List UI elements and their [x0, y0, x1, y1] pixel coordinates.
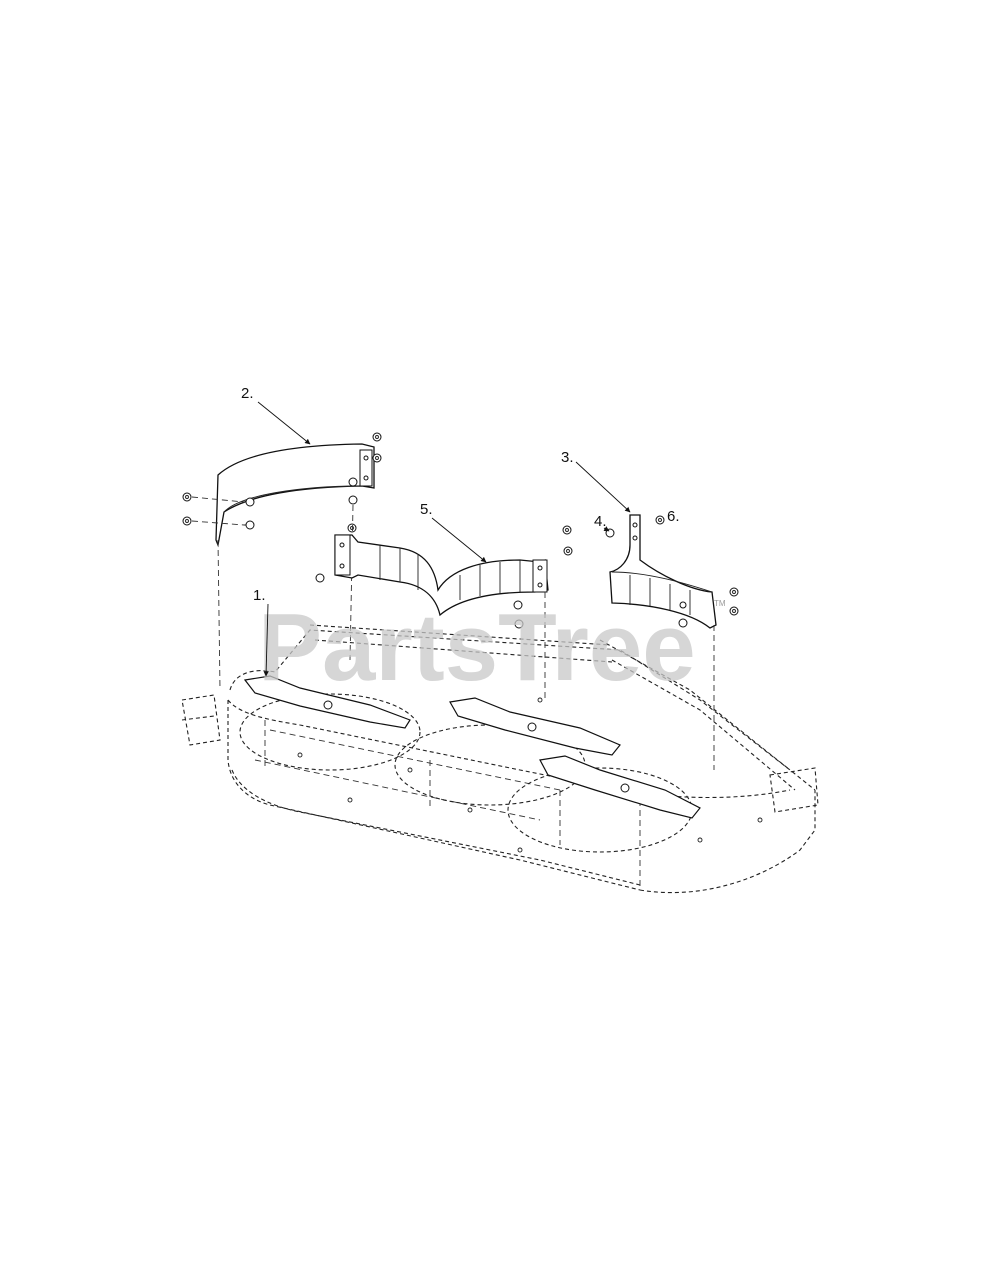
- watermark: PartsTree TM: [258, 594, 726, 701]
- callout-5: 5.: [420, 501, 433, 518]
- baffle-left: [215, 443, 375, 548]
- hardware-nuts-left-baffle: [182, 432, 382, 691]
- callout-1: 1.: [253, 587, 266, 604]
- leader-lines: [257, 401, 631, 677]
- callout-4: 4.: [594, 513, 607, 530]
- callout-3: 3.: [561, 449, 574, 466]
- cutting-blade-left: [243, 675, 411, 729]
- svg-text:TM: TM: [714, 599, 726, 608]
- svg-text:PartsTree: PartsTree: [258, 594, 696, 701]
- callout-2: 2.: [241, 385, 254, 402]
- callout-6: 6.: [667, 508, 680, 525]
- mower-deck-housing: [181, 624, 819, 894]
- cutting-blade-right: [539, 755, 701, 819]
- baffle-right: [605, 514, 739, 770]
- baffle-center: [315, 525, 573, 700]
- cutting-blade-center: [449, 697, 621, 756]
